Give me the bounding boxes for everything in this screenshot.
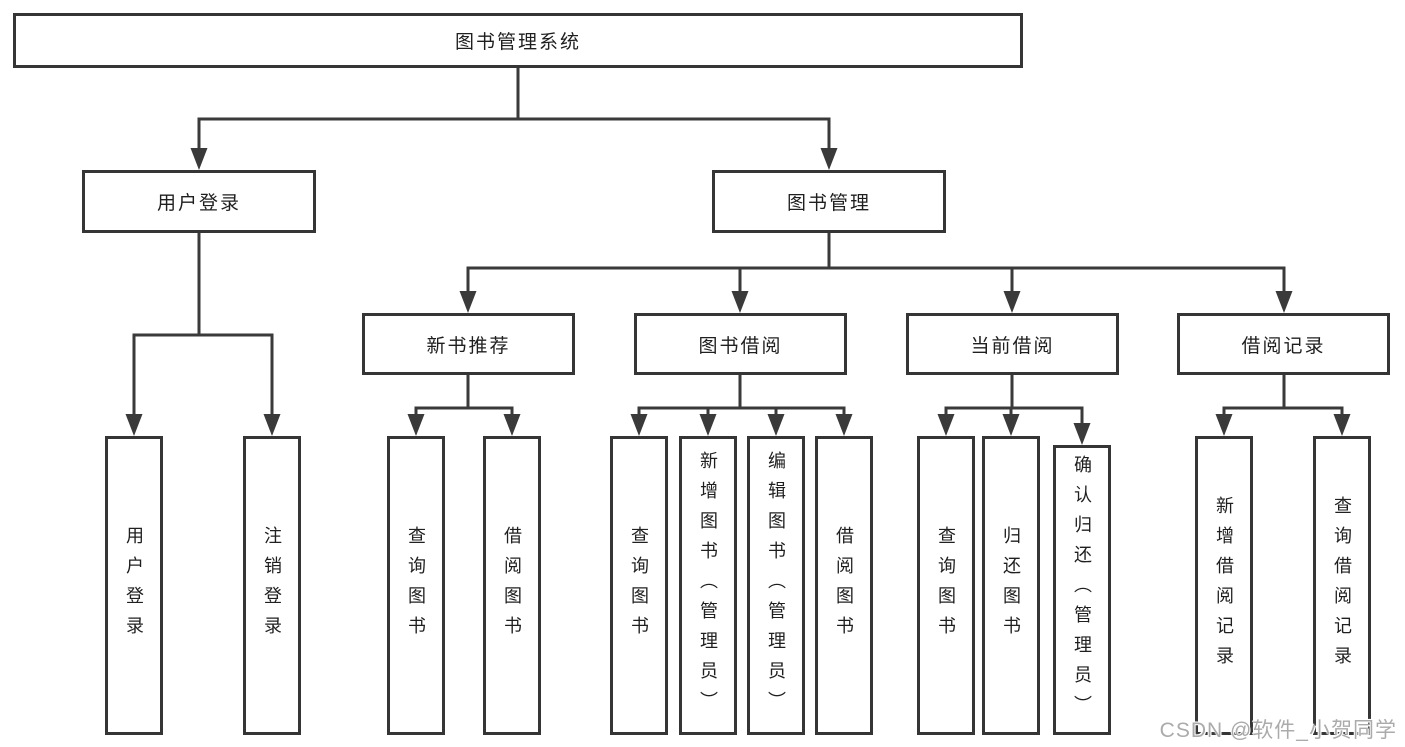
leaf-borrow-book: 借阅图书 [815,436,873,735]
leaf-query-book-borrow-label: 查询图书 [629,525,649,646]
leaf-return-book: 归还图书 [982,436,1040,735]
node-current-borrow: 当前借阅 [906,313,1119,375]
node-new-book-recommend-label: 新书推荐 [426,335,511,357]
leaf-query-borrow-record: 查询借阅记录 [1313,436,1371,735]
csdn-watermark: CSDN @软件_小贺同学 [1159,719,1397,742]
leaf-query-book-current-label: 查询图书 [936,525,956,646]
leaf-confirm-return-admin: 确认归还（管理员） [1053,445,1111,735]
node-user-login-label: 用户登录 [156,193,241,214]
leaf-confirm-return-admin-label: 确认归还（管理员） [1072,455,1092,725]
node-book-management-label: 图书管理 [786,193,871,214]
leaf-query-book-recommend: 查询图书 [387,436,445,735]
leaf-add-book-admin: 新增图书（管理员） [679,436,737,735]
leaf-edit-book-admin-label: 编辑图书（管理员） [766,450,786,721]
node-book-borrow-label: 图书借阅 [698,335,783,357]
node-root-label: 图书管理系统 [454,32,581,53]
leaf-query-borrow-record-label: 查询借阅记录 [1332,495,1352,676]
node-user-login: 用户登录 [82,170,316,233]
leaf-user-login-label: 用户登录 [124,525,144,646]
leaf-add-borrow-record-label: 新增借阅记录 [1214,495,1234,676]
node-root: 图书管理系统 [13,13,1023,68]
leaf-edit-book-admin: 编辑图书（管理员） [747,436,805,735]
leaf-query-book-current: 查询图书 [917,436,975,735]
leaf-add-book-admin-label: 新增图书（管理员） [698,450,718,721]
leaf-logout-label: 注销登录 [262,525,282,646]
leaf-add-borrow-record: 新增借阅记录 [1195,436,1253,735]
leaf-borrow-book-recommend: 借阅图书 [483,436,541,735]
leaf-user-login: 用户登录 [105,436,163,735]
leaf-query-book-recommend-label: 查询图书 [406,525,426,646]
node-borrow-record: 借阅记录 [1177,313,1390,375]
leaf-return-book-label: 归还图书 [1001,525,1021,646]
node-book-borrow: 图书借阅 [634,313,847,375]
leaf-borrow-book-label: 借阅图书 [834,525,854,646]
leaf-borrow-book-recommend-label: 借阅图书 [502,525,522,646]
node-current-borrow-label: 当前借阅 [970,335,1055,357]
node-book-management: 图书管理 [712,170,946,233]
node-borrow-record-label: 借阅记录 [1241,335,1326,357]
leaf-logout: 注销登录 [243,436,301,735]
leaf-query-book-borrow: 查询图书 [610,436,668,735]
node-new-book-recommend: 新书推荐 [362,313,575,375]
